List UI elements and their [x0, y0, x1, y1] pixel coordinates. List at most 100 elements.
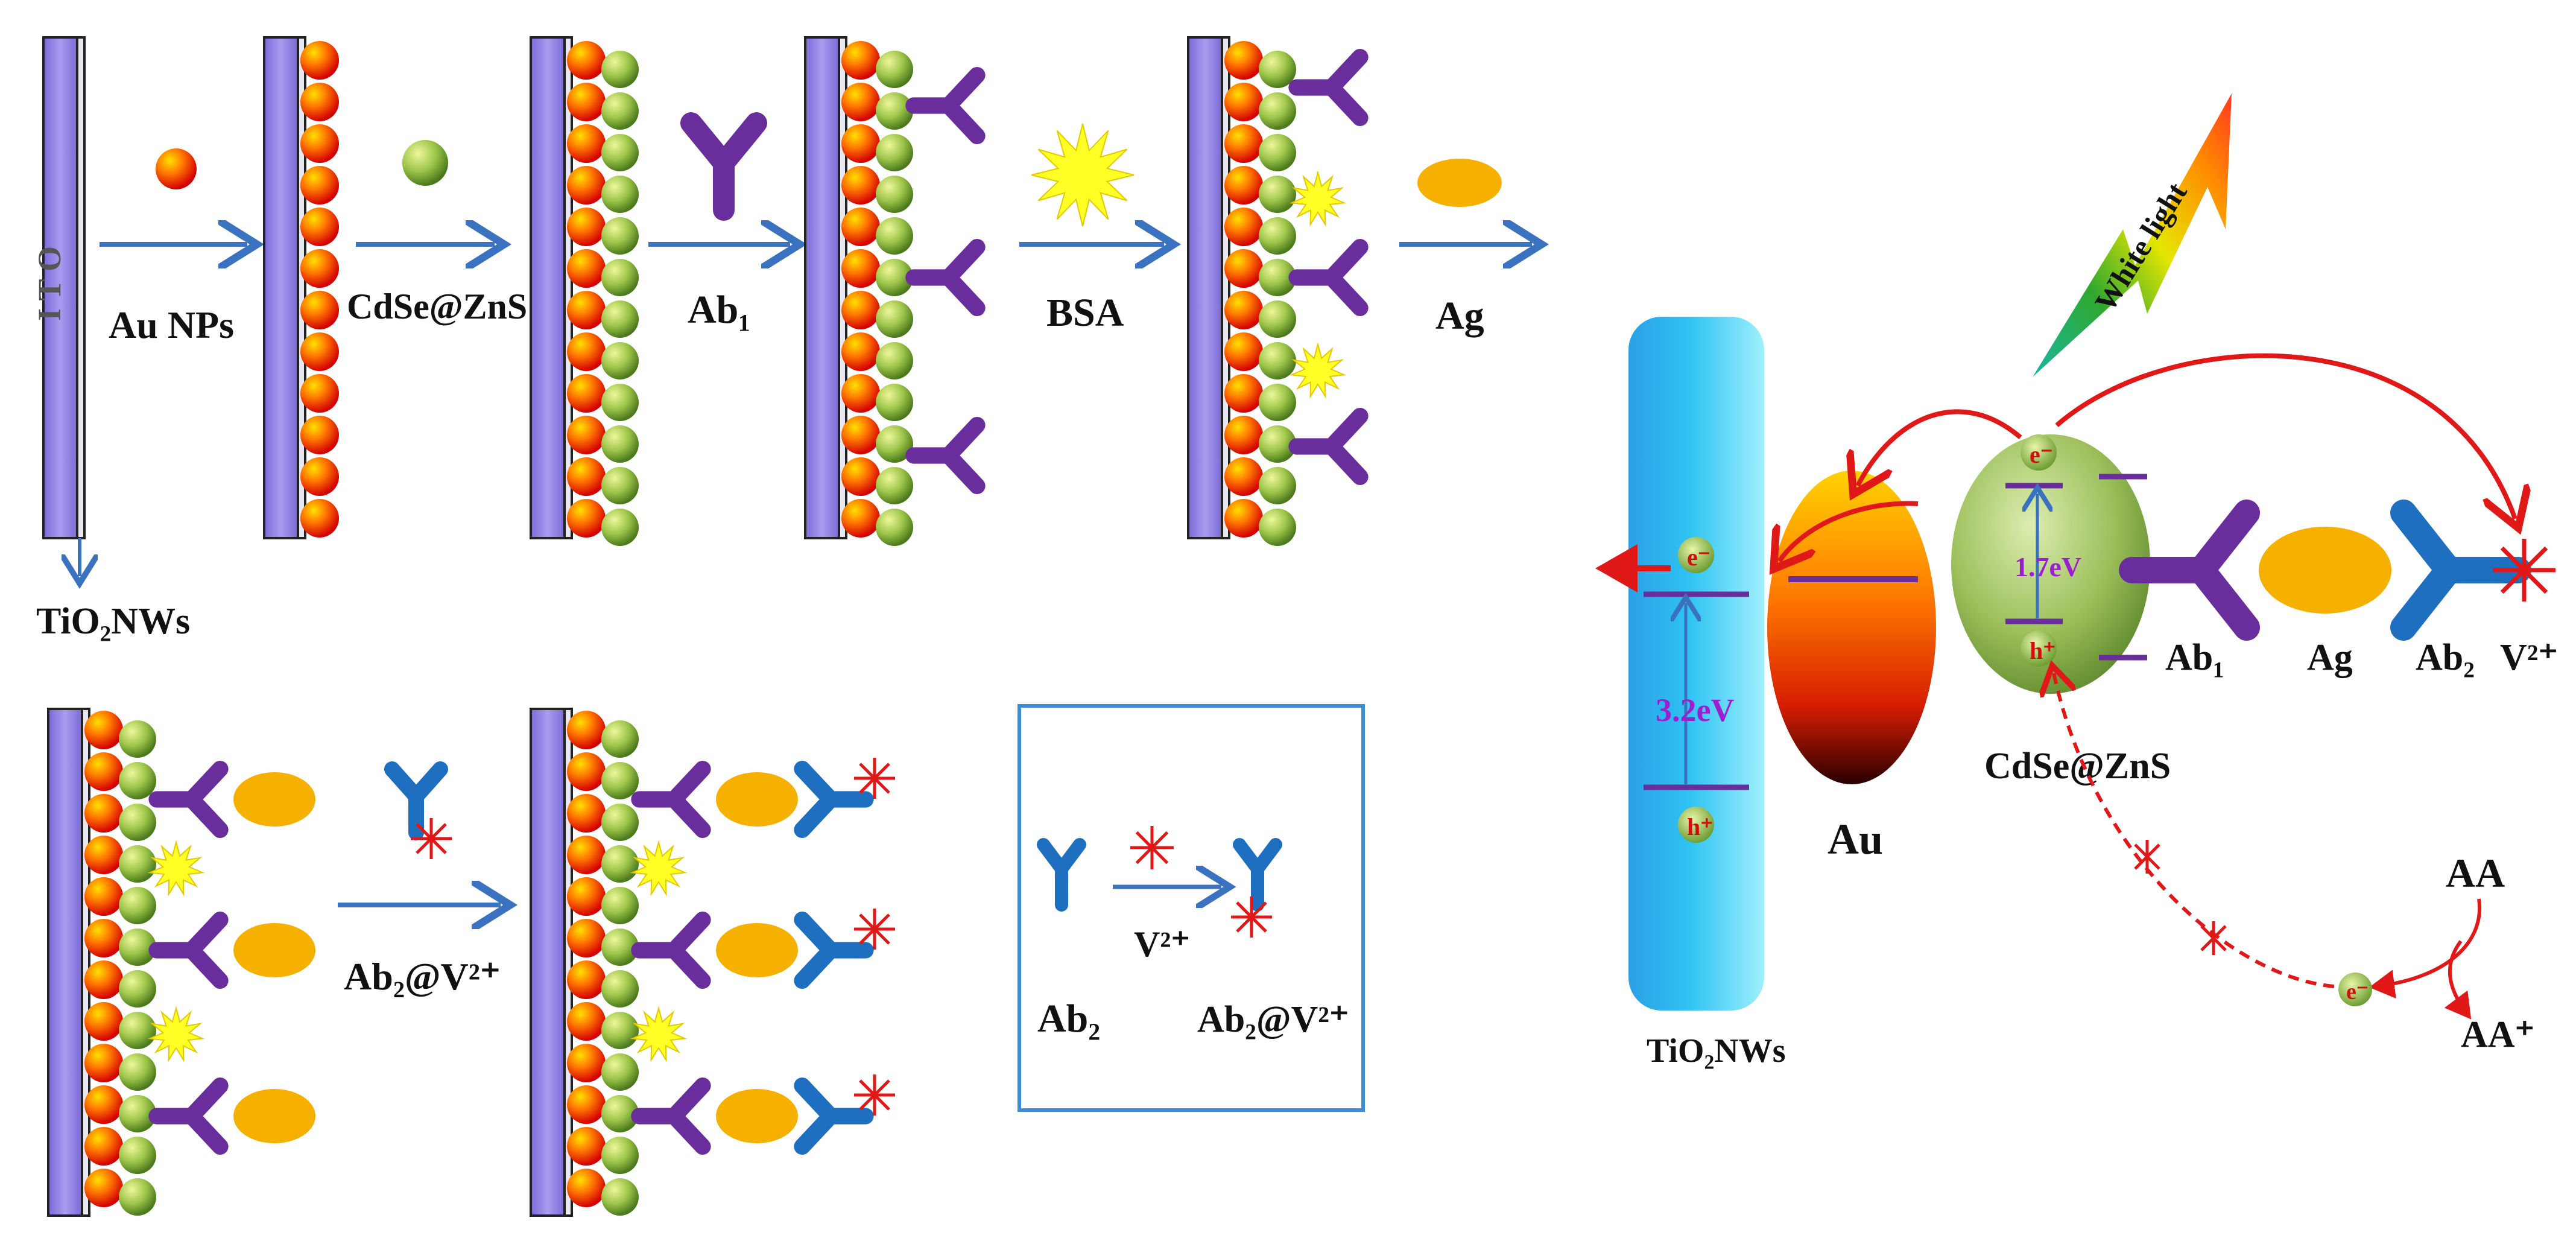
au-nanoparticle: [567, 41, 606, 80]
ab1-antibody: [631, 760, 711, 839]
cdse-zns-quantum-dot: [601, 134, 639, 171]
v2-label-star: [411, 818, 452, 859]
tio2-layer: [81, 708, 90, 1217]
au-nanoparticle: [84, 877, 123, 916]
au-nanoparticle: [567, 1002, 606, 1041]
v2-label-star: [2493, 539, 2555, 601]
au-nanoparticle: [567, 208, 606, 246]
v2-label-right: V²⁺: [2500, 637, 2558, 678]
ag-antigen: [716, 1089, 798, 1143]
au-nanoparticle: [84, 1085, 123, 1124]
au-nanoparticle: [567, 794, 606, 833]
svg-text:e⁻: e⁻: [2030, 441, 2053, 468]
au-nanoparticle: [567, 83, 606, 121]
au-nanoparticle: [841, 416, 880, 454]
cdse-zns-quantum-dot: [876, 217, 913, 255]
au-nanoparticle: [1224, 499, 1263, 538]
cdse-zns-quantum-dot: [1259, 176, 1296, 213]
au-nanoparticle: [1224, 249, 1263, 288]
cdse-zns-quantum-dot: [119, 720, 156, 758]
dashed-path-cross-1: [2134, 840, 2160, 874]
svg-text:e⁻: e⁻: [1687, 544, 1710, 571]
cdse-zns-quantum-dot: [601, 970, 639, 1008]
stage-qd-modified: [530, 36, 639, 546]
ag-antigen: [2259, 527, 2391, 614]
cdse-zns-quantum-dot: [601, 1137, 639, 1174]
au-nanoparticle: [84, 960, 123, 999]
tio2-layer: [563, 36, 573, 539]
svg-text:h⁺: h⁺: [2030, 637, 2055, 664]
stage-bsa-blocked: [1187, 36, 1369, 546]
ag-label-right: Ag: [2307, 637, 2353, 678]
v2-label-star: [1130, 826, 1174, 869]
qd-bandgap-label: 1.7eV: [2014, 551, 2081, 582]
au-nanoparticle: [567, 752, 606, 791]
au-nanoparticle: [567, 124, 606, 163]
ab1-antibody: [905, 416, 986, 495]
cdse-zns-label: CdSe@ZnS: [347, 287, 527, 326]
step-ab2-v2: Ab₂@V²⁺: [338, 761, 501, 998]
step-cdse: CdSe@ZnS: [347, 140, 527, 326]
au-nanoparticle: [841, 457, 880, 496]
ab1-antibody: [631, 911, 711, 989]
ito-electrode: [1187, 36, 1223, 539]
tio2-nws-label: TiO₂NWs: [36, 601, 190, 642]
cdse-zns-quantum-dot: [876, 509, 913, 546]
au-nanoparticle: [841, 166, 880, 205]
au-nanoparticle: [841, 332, 880, 371]
bsa-blocker: [630, 1006, 688, 1062]
au-nanoparticle: [84, 752, 123, 791]
tio2-hole: h⁺: [1678, 807, 1714, 843]
white-light-bolt: White light: [2033, 94, 2232, 377]
tio2-layer: [563, 708, 573, 1217]
au-nanoparticle: [300, 374, 339, 413]
tio2-layer: [838, 36, 847, 539]
au-nanoparticle: [567, 499, 606, 538]
ab1-antibody: [1288, 407, 1369, 486]
au-nanoparticle: [841, 374, 880, 413]
au-nanoparticle: [841, 291, 880, 329]
bsa-blocker: [630, 840, 688, 897]
au-nanoparticle: [567, 332, 606, 371]
step-ag: Ag: [1399, 159, 1532, 338]
inset-ab2-label: Ab₂: [1037, 997, 1100, 1041]
ab1-label: Ab₁: [688, 288, 750, 332]
dashed-path-cross-2: [2200, 921, 2227, 955]
cdse-zns-quantum-dot: [1259, 509, 1296, 546]
au-nanoparticle: [84, 711, 123, 749]
au-nanoparticle: [841, 41, 880, 80]
au-nanoparticle: [567, 249, 606, 288]
au-nanoparticle: [1224, 374, 1263, 413]
bsa-reagent-icon: [1031, 123, 1135, 227]
cdse-zns-quantum-dot: [876, 51, 913, 88]
au-nanoparticle: [300, 291, 339, 329]
cdse-zns-quantum-dot: [119, 762, 156, 799]
cdse-zns-quantum-dot: [1259, 300, 1296, 338]
qd-electron: e⁻: [2021, 434, 2057, 471]
cdse-zns-quantum-dot: [601, 720, 639, 758]
ag-antigen: [233, 1089, 315, 1143]
au-nanoparticle: [1767, 471, 1936, 784]
v2-label-star: [854, 909, 895, 950]
bsa-blocker: [1289, 342, 1347, 399]
cdse-zns-quantum-dot: [601, 51, 639, 88]
au-nanoparticle: [841, 208, 880, 246]
cdse-zns-quantum-dot: [1259, 467, 1296, 504]
au-nanoparticle: [1224, 332, 1263, 371]
step-ab1: Ab₁: [648, 112, 790, 332]
tio2-electron: e⁻: [1678, 537, 1714, 573]
cdse-zns-quantum-dot: [119, 1012, 156, 1049]
ab2-v2-label: Ab₂@V²⁺: [344, 955, 501, 998]
stage-au-modified: [263, 36, 339, 539]
bsa-blocker: [147, 840, 205, 897]
ito-electrode: [47, 708, 83, 1217]
ab1-antibody: [148, 760, 229, 839]
ab1-antibody: [148, 1077, 229, 1155]
ab1-antibody: [631, 1077, 711, 1155]
au-nanoparticle: [84, 1169, 123, 1207]
au-nanoparticle: [300, 332, 339, 371]
cdse-zns-quantum-dot: [876, 134, 913, 171]
inset-v2-label: V²⁺: [1134, 924, 1190, 964]
tio2-bandgap-label: 3.2eV: [1656, 692, 1734, 728]
